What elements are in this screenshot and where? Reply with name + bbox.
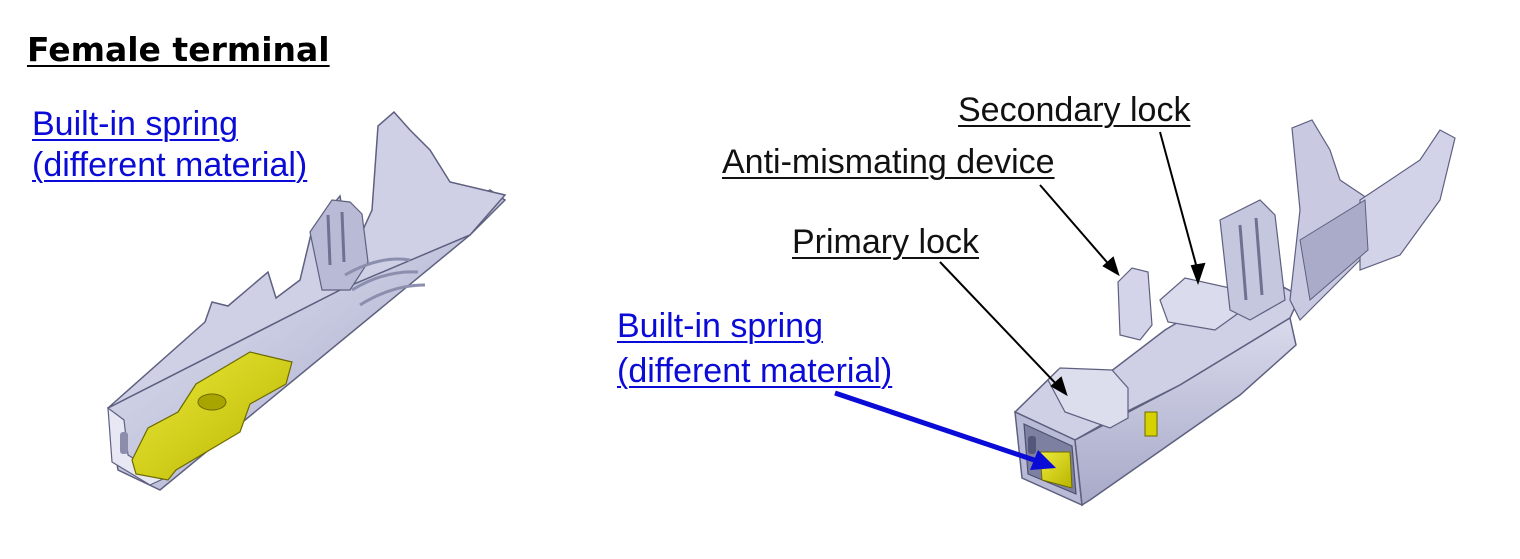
anti-mismating-label: Anti-mismating device xyxy=(722,143,1055,181)
left-spring-label-line1: Built-in spring xyxy=(32,105,238,143)
secondary-lock-label: Secondary lock xyxy=(958,91,1191,129)
primary-lock-label: Primary lock xyxy=(792,223,980,261)
left-terminal-drawing xyxy=(107,110,507,491)
leader-lines xyxy=(939,131,1206,397)
right-spring-label-line1: Built-in spring xyxy=(617,307,823,345)
page-title: Female terminal xyxy=(27,30,330,69)
left-spring-label-line2: (different material) xyxy=(32,146,308,184)
right-spring-label-line2: (different material) xyxy=(617,352,893,390)
right-terminal-drawing xyxy=(1013,119,1456,507)
spring-arrow xyxy=(834,390,1056,470)
